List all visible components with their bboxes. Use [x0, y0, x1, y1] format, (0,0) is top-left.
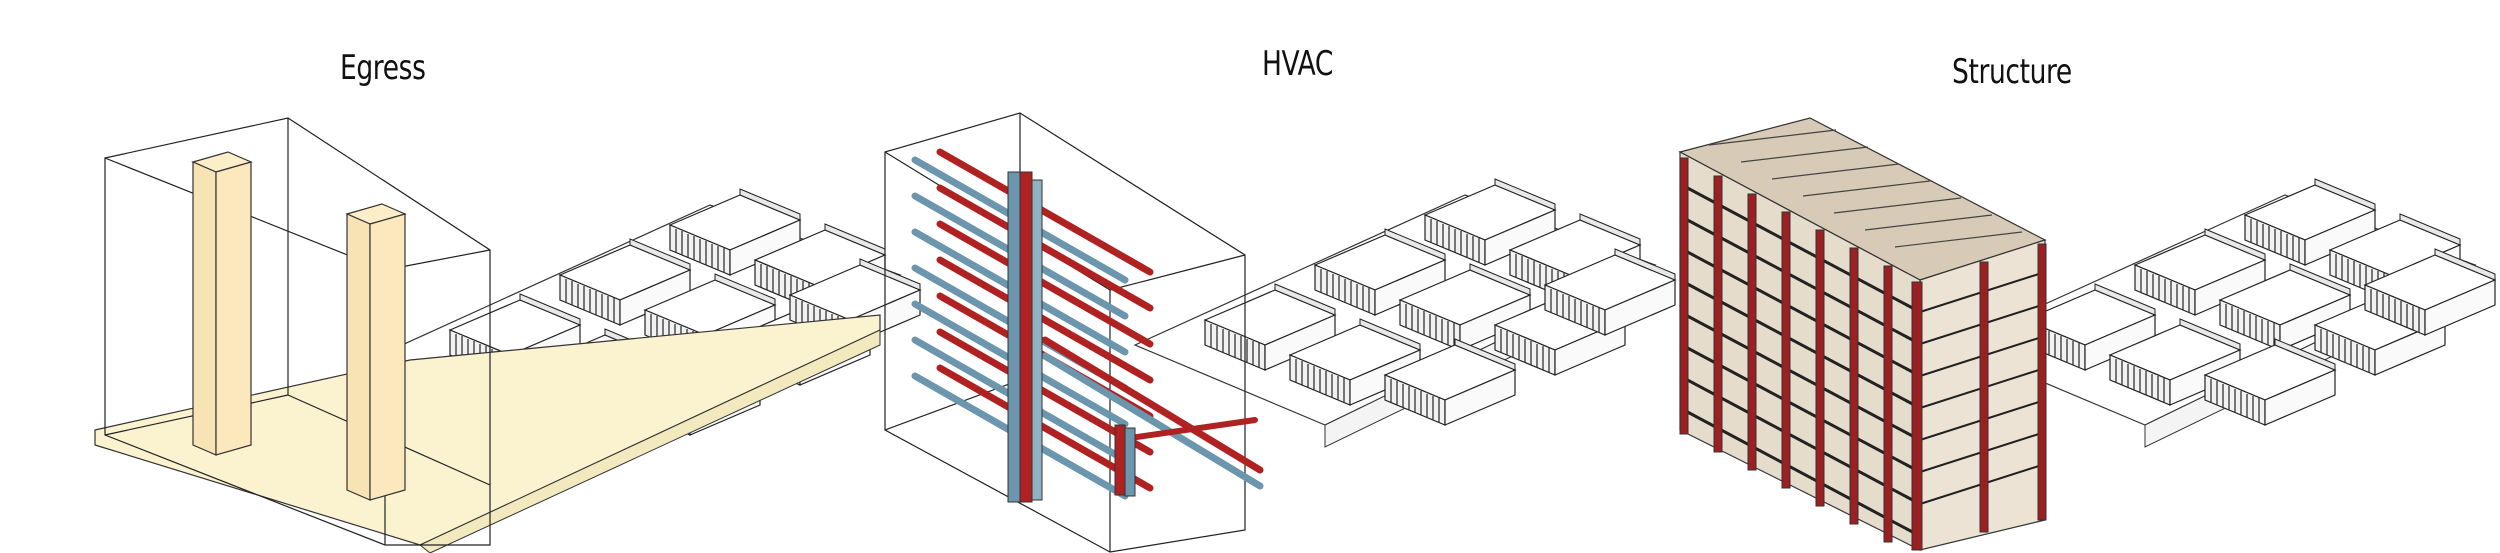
- egress-diagram: [94, 117, 920, 553]
- structure-frame: [1678, 117, 2047, 551]
- egress-stair-core-2: [345, 203, 407, 501]
- egress-stair-core-1: [191, 151, 253, 456]
- panel-title-hvac: HVAC: [1262, 44, 1334, 84]
- structure-diagram: [1678, 117, 2495, 551]
- panel-title-structure: Structure: [1952, 52, 2072, 92]
- panel-title-egress: Egress: [340, 48, 426, 88]
- hvac-vertical-risers: [1007, 171, 1136, 503]
- hvac-diagram: [884, 112, 1675, 553]
- egress-ramp-edge: [419, 329, 881, 553]
- hvac-module-field: [1135, 179, 1675, 447]
